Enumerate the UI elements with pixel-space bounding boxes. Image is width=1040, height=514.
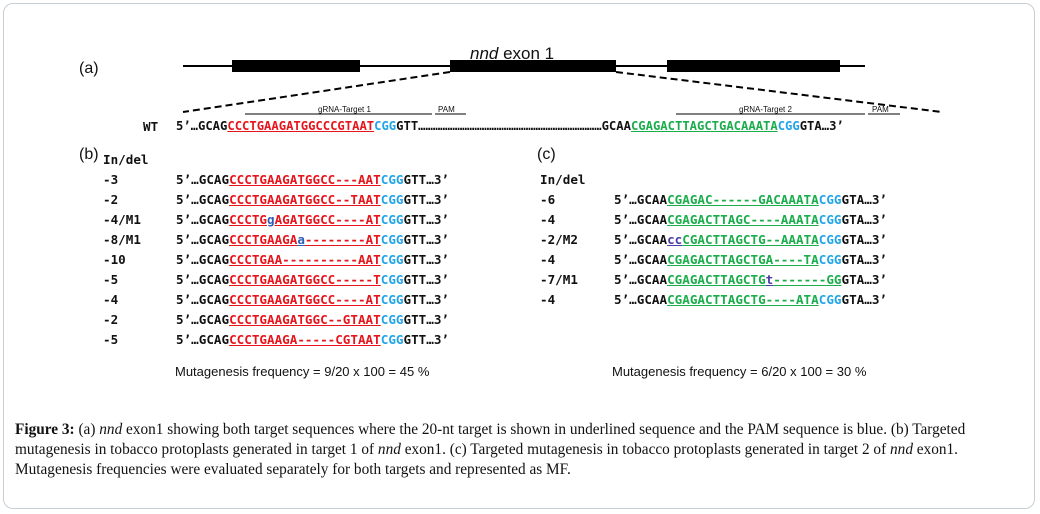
- row-c-label: -4: [540, 252, 556, 267]
- pam2-label: PAM: [872, 105, 889, 114]
- exon-block-1: [232, 60, 360, 72]
- row-c-sequence: 5’…GCAACGAGACTTAGCTGt-------GGGTA…3’: [614, 272, 887, 287]
- indel-header-b: In/del: [103, 152, 149, 167]
- figure-frame: [3, 3, 1035, 509]
- row-b-sequence: 5’…GCAGCCCTGAAGA-----CGTAATCGGGTT…3’: [176, 332, 449, 347]
- row-b-sequence: 5’…GCAGCCCTGgAGATGGCC----ATCGGGTT…3’: [176, 212, 449, 227]
- pam1-label: PAM: [438, 105, 455, 114]
- panel-b-label: (b): [79, 146, 99, 163]
- row-c-label: -4: [540, 212, 556, 227]
- exon-block-3: [667, 60, 840, 72]
- panel-c-label: (c): [537, 146, 556, 163]
- row-b-sequence: 5’…GCAGCCCTGAAGATGGCC----ATCGGGTT…3’: [176, 292, 449, 307]
- row-b-label: -4/M1: [103, 212, 141, 227]
- row-c-sequence: 5’…GCAACGAGACTTAGCTG----ATACGGGTA…3’: [614, 292, 887, 307]
- row-c-sequence: 5’…GCAAccCGACTTAGCTG--AAATACGGGTA…3’: [614, 232, 887, 247]
- gene-title: nnd exon 1: [470, 44, 555, 63]
- grna-target1-label: gRNA-Target 1: [318, 105, 371, 114]
- wt-sequence: 5’…GCAGCCCTGAAGATGGCCCGTAATCGGGTT……………………: [176, 119, 844, 133]
- row-c-sequence: 5’…GCAACGAGACTTAGCTGA----TACGGGTA…3’: [614, 252, 887, 267]
- row-b-sequence: 5’…GCAGCCCTGAAGATGGC--GTAATCGGGTT…3’: [176, 312, 449, 327]
- row-c-label: -2/M2: [540, 232, 578, 247]
- indel-header-c: In/del: [540, 172, 586, 187]
- row-b-sequence: 5’…GCAGCCCTGAA----------AATCGGGTT…3’: [176, 252, 449, 267]
- row-c-label: -6: [540, 192, 556, 207]
- wt-label: WT: [143, 119, 159, 134]
- exon-block-2: [450, 60, 616, 72]
- row-b-label: -2: [103, 192, 119, 207]
- row-b-sequence: 5’…GCAGCCCTGAAGATGGCC---AATCGGGTT…3’: [176, 172, 449, 187]
- row-c-label: -4: [540, 292, 556, 307]
- panel-a-label: (a): [79, 60, 99, 77]
- mutagenesis-frequency-c: Mutagenesis frequency = 6/20 x 100 = 30 …: [612, 364, 867, 379]
- row-c-sequence: 5’…GCAACGAGACTTAGC----AAATACGGGTA…3’: [614, 212, 887, 227]
- grna-target2-label: gRNA-Target 2: [739, 105, 792, 114]
- row-c-sequence: 5’…GCAACGAGAC------GACAAATACGGGTA…3’: [614, 192, 887, 207]
- row-b-label: -5: [103, 332, 119, 347]
- row-b-label: -2: [103, 312, 119, 327]
- row-b-sequence: 5’…GCAGCCCTGAAGAa--------ATCGGGTT…3’: [176, 232, 449, 247]
- figure-caption: Figure 3: (a) nnd exon1 showing both tar…: [15, 421, 966, 478]
- row-b-label: -5: [103, 272, 119, 287]
- row-c-label: -7/M1: [540, 272, 578, 287]
- row-b-label: -10: [103, 252, 126, 267]
- row-b-sequence: 5’…GCAGCCCTGAAGATGGCC--TAATCGGGTT…3’: [176, 192, 449, 207]
- row-b-label: -4: [103, 292, 119, 307]
- mutagenesis-frequency-b: Mutagenesis frequency = 9/20 x 100 = 45 …: [175, 364, 430, 379]
- row-b-sequence: 5’…GCAGCCCTGAAGATGGCC-----TCGGGTT…3’: [176, 272, 449, 287]
- row-b-label: -8/M1: [103, 232, 141, 247]
- row-b-label: -3: [103, 172, 119, 187]
- zoom-line-left: [182, 71, 451, 113]
